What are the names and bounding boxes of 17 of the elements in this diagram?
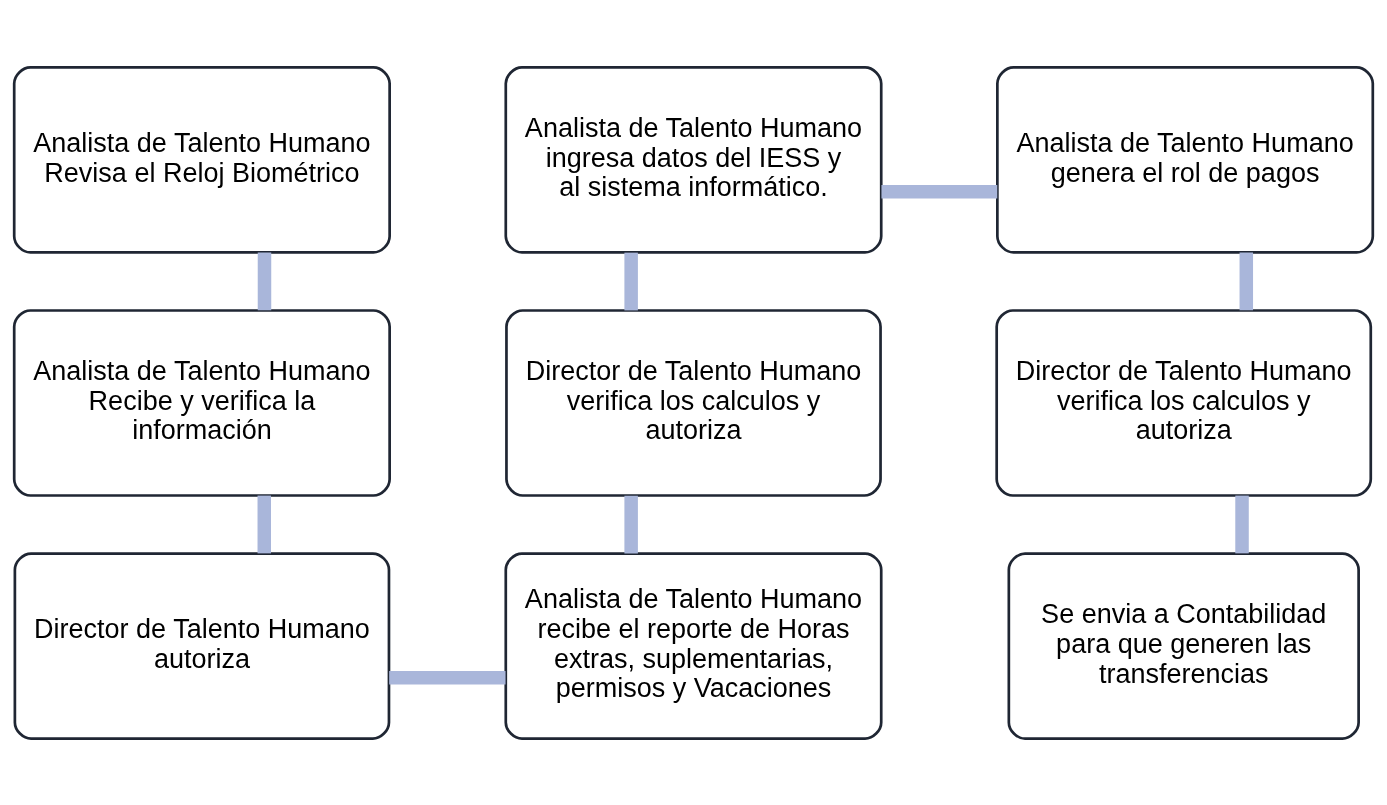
connector <box>389 670 506 685</box>
node-box: Analista de Talento Humano Recibe y verifica la información <box>12 308 391 497</box>
node-box: Analista de Talento Humano ingresa datos del IESS y al sistema informático. <box>504 65 883 254</box>
connector <box>624 495 638 553</box>
connector <box>1239 252 1254 310</box>
node-box: Se envia a Contabilidad para que generen las transferencias <box>1007 551 1360 740</box>
node-box: Director de Talento Humano verifica los calculos y autoriza <box>505 308 882 497</box>
connector <box>881 184 998 198</box>
connector <box>257 252 272 310</box>
connector <box>257 495 271 553</box>
connector <box>1235 495 1249 553</box>
node-box: Analista de Talento Humano genera el rol de pagos <box>996 65 1375 254</box>
connector <box>624 252 638 310</box>
node-box: Director de Talento Humano verifica los calculos y autoriza <box>995 308 1373 497</box>
node-box: Director de Talento Humano autoriza <box>13 551 391 740</box>
node-box: Analista de Talento Humano Revisa el Reloj Biométrico <box>12 65 391 254</box>
node-box: Analista de Talento Humano recibe el reporte de Horas extras, suplementarias, permisos y Vacaciones <box>504 551 883 740</box>
